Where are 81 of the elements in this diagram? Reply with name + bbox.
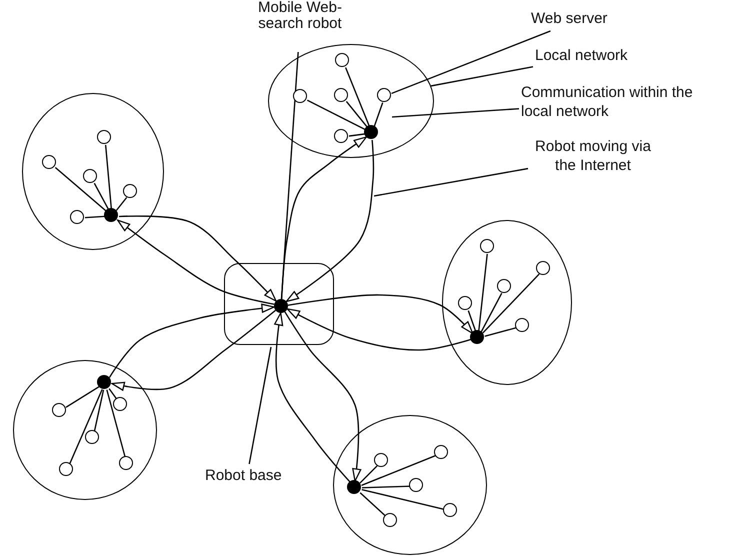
- local-network-ellipse: [333, 415, 487, 555]
- web-server-circle: [70, 210, 84, 224]
- web-server-circle: [443, 503, 458, 518]
- curved-arrow: [286, 308, 472, 351]
- link-line: [94, 182, 110, 210]
- callout-label: Communication within the local network: [521, 83, 693, 123]
- web-server-circle: [515, 318, 530, 332]
- link-line: [116, 197, 128, 211]
- curved-arrow: [280, 136, 367, 300]
- link-line: [54, 167, 108, 212]
- link-line: [361, 455, 436, 486]
- link-line: [345, 67, 370, 127]
- robot-dot: [97, 375, 112, 390]
- link-line: [306, 100, 366, 130]
- robot-dot: [274, 298, 288, 312]
- web-server-circle: [374, 453, 388, 468]
- local-network-ellipse: [442, 220, 572, 385]
- robot-dot: [364, 125, 378, 140]
- curved-arrow: [111, 310, 276, 391]
- web-server-circle: [123, 184, 138, 198]
- link-line: [108, 388, 118, 400]
- web-server-circle: [334, 129, 348, 144]
- web-server-circle: [480, 239, 494, 254]
- link-line: [362, 486, 410, 488]
- web-server-circle: [113, 397, 128, 412]
- robot-dot: [347, 480, 362, 494]
- web-server-circle: [334, 88, 348, 102]
- leader-line: [391, 30, 551, 94]
- web-server-circle: [52, 403, 66, 418]
- link-line: [480, 292, 502, 332]
- link-line: [360, 492, 386, 517]
- local-network-ellipse: [13, 360, 157, 500]
- curved-arrow: [108, 304, 275, 378]
- web-server-circle: [335, 53, 350, 68]
- web-server-circle: [97, 130, 112, 144]
- link-line: [374, 102, 384, 127]
- curved-arrow: [274, 312, 351, 484]
- curved-arrow: [288, 294, 474, 334]
- robot-dot: [104, 208, 118, 222]
- leader-line: [248, 346, 272, 464]
- local-network-ellipse: [22, 93, 164, 250]
- robot-dot: [470, 330, 484, 344]
- link-line: [468, 310, 476, 332]
- link-line: [69, 389, 103, 464]
- web-server-circle: [377, 88, 392, 102]
- callout-label: Robot moving via the Internet: [530, 137, 656, 177]
- web-server-circle: [293, 89, 308, 104]
- web-server-circle: [458, 296, 472, 310]
- link-line: [348, 133, 366, 137]
- callout-label: Mobile Web-search robot: [258, 0, 342, 50]
- web-server-circle: [85, 430, 100, 444]
- link-line: [94, 390, 104, 432]
- link-line: [84, 216, 106, 218]
- link-line: [478, 254, 488, 332]
- link-line: [484, 327, 516, 337]
- link-line: [360, 466, 378, 484]
- leader-line: [392, 108, 520, 118]
- web-server-circle: [409, 478, 424, 492]
- web-server-circle: [59, 462, 74, 476]
- web-server-circle: [119, 456, 134, 470]
- leader-line: [430, 66, 534, 87]
- callout-label: Web server: [531, 9, 631, 29]
- web-server-circle: [434, 445, 448, 460]
- callout-label: Robot base: [205, 466, 289, 486]
- curved-arrow: [284, 312, 362, 482]
- leader-line: [374, 168, 528, 197]
- link-line: [106, 390, 126, 458]
- curved-arrow: [286, 140, 374, 302]
- link-line: [66, 386, 100, 408]
- web-server-circle: [83, 169, 98, 184]
- robot-base-box: [224, 263, 334, 345]
- web-server-circle: [383, 513, 398, 528]
- web-server-circle: [42, 155, 56, 170]
- web-server-circle: [497, 279, 512, 294]
- link-line: [362, 489, 444, 510]
- callout-label: Local network: [535, 46, 645, 66]
- link-line: [104, 144, 112, 210]
- local-network-ellipse: [268, 44, 434, 158]
- link-line: [482, 274, 540, 334]
- link-line: [346, 101, 368, 128]
- web-server-circle: [536, 261, 550, 276]
